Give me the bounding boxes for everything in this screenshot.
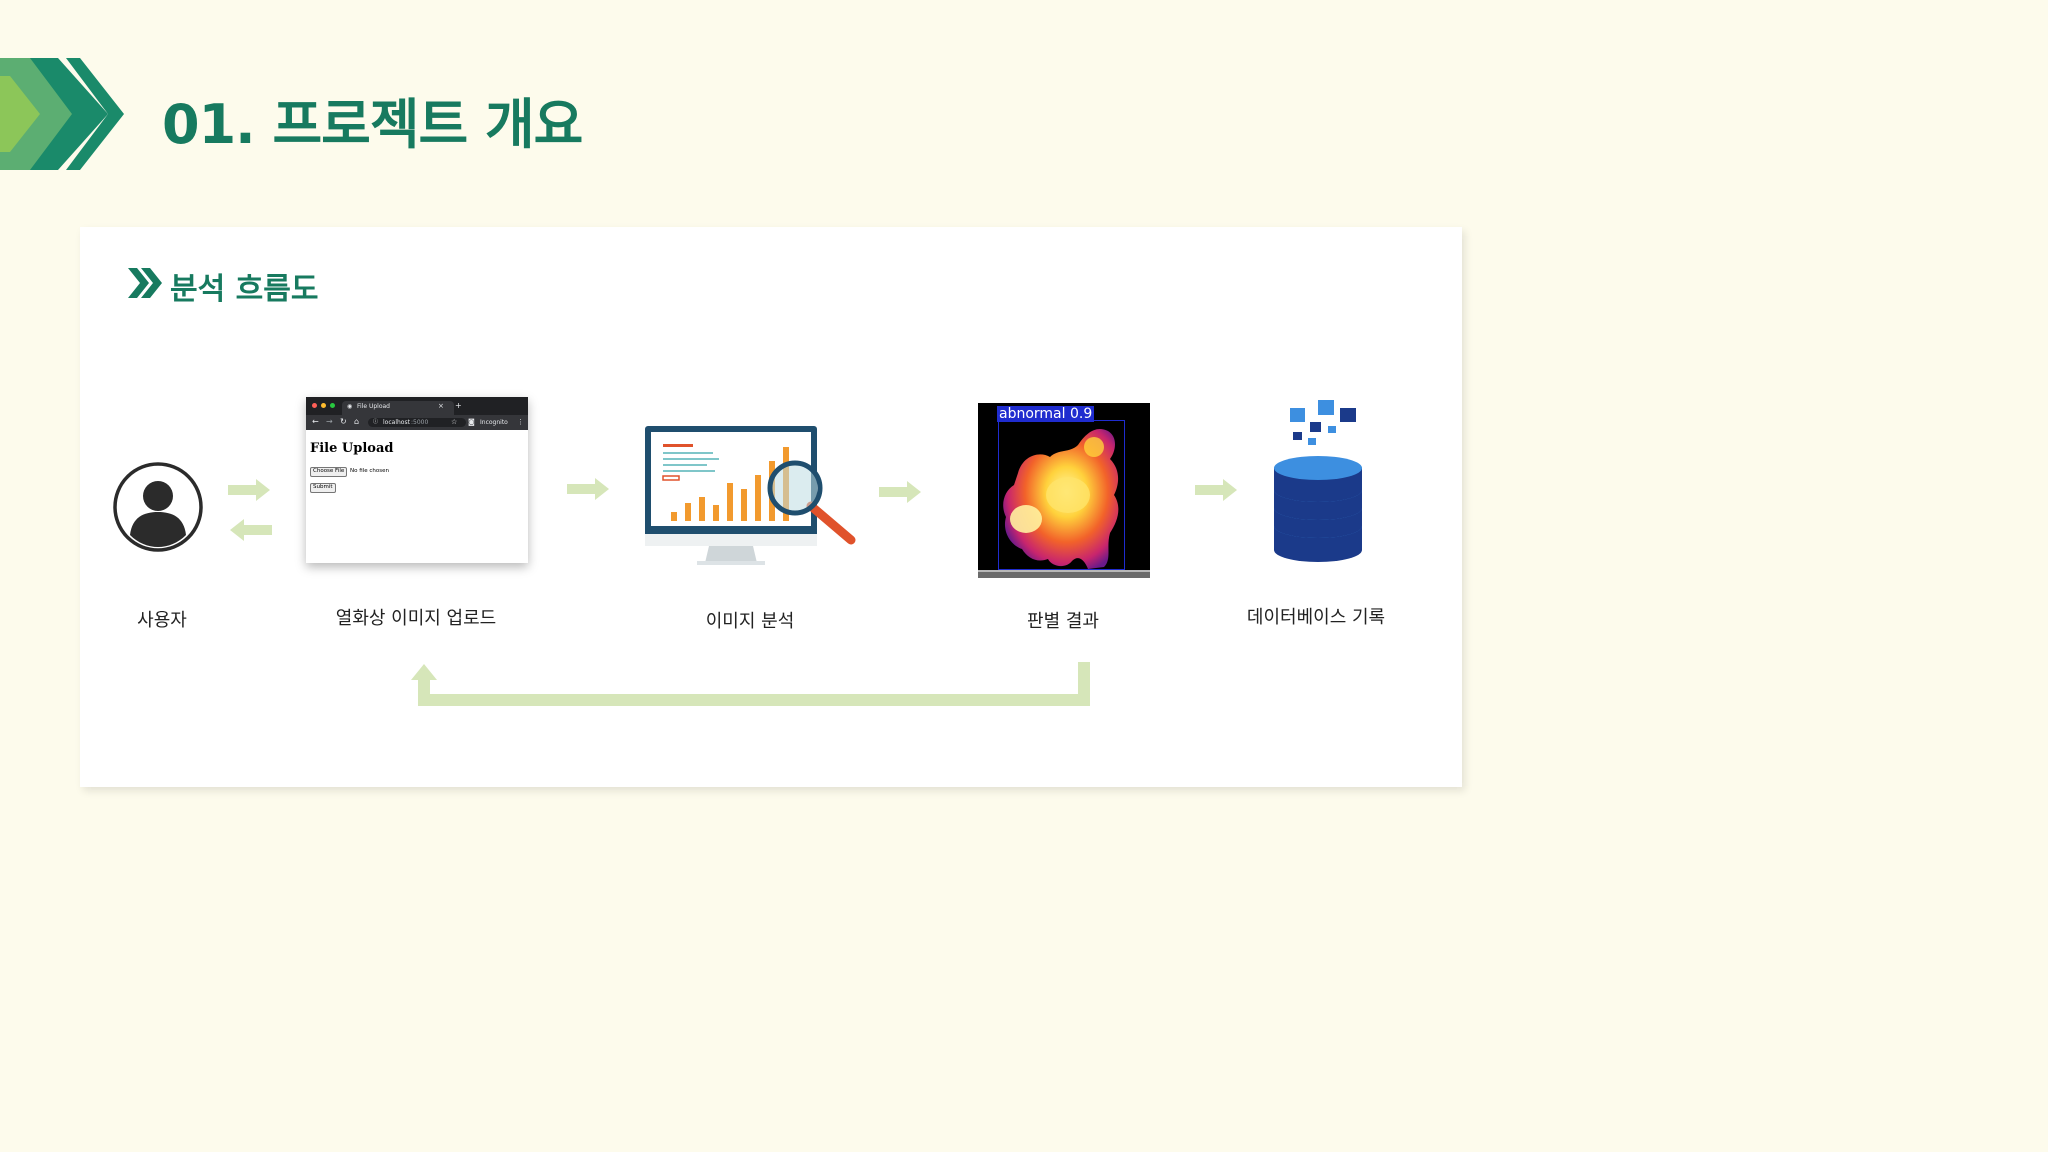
arrow-left-icon (230, 519, 272, 541)
browser-tab[interactable] (342, 401, 454, 415)
url-port: :5000 (411, 419, 429, 426)
tab-title: File Upload (357, 403, 390, 410)
upload-page-heading: File Upload (310, 441, 394, 456)
arrow-right-icon (879, 481, 921, 503)
monitor-analysis-icon (645, 426, 856, 565)
home-icon[interactable]: ⌂ (354, 417, 360, 426)
user-icon (113, 462, 203, 552)
incognito-icon: ◙ (468, 418, 475, 426)
address-bar[interactable] (368, 418, 466, 427)
upload-browser-window: ◉ File Upload × + ← → ↻ ⌂ ⓘ localhost :5… (306, 397, 528, 563)
feedback-loop-arrow (411, 662, 1090, 706)
chevron-banner-icon (0, 58, 124, 170)
detection-label: abnormal 0.9 (997, 406, 1095, 422)
info-icon: ⓘ (373, 419, 379, 425)
thermal-heatmap (1003, 428, 1119, 569)
maximize-dot-icon (330, 403, 335, 408)
step-label-analysis: 이미지 분석 (705, 611, 795, 632)
section-title: 분석 흐름도 (170, 272, 319, 307)
forward-icon[interactable]: → (326, 417, 333, 426)
incognito-label: Incognito (480, 419, 508, 426)
close-dot-icon (312, 403, 317, 408)
step-label-upload: 열화상 이미지 업로드 (335, 608, 497, 629)
minimize-dot-icon (321, 403, 326, 408)
thermal-result-image: abnormal 0.9 (978, 403, 1150, 578)
submit-button[interactable]: Submit (310, 483, 336, 493)
arrow-right-icon (1195, 479, 1237, 501)
double-chevron-icon (128, 268, 162, 298)
step-label-result: 판별 결과 (1027, 611, 1099, 632)
no-file-text: No file chosen (350, 468, 389, 474)
reload-icon[interactable]: ↻ (340, 417, 347, 426)
new-tab-icon[interactable]: + (455, 401, 462, 410)
browser-tab-bar: ◉ File Upload × + (306, 397, 528, 415)
detection-box (998, 420, 1125, 570)
back-icon[interactable]: ← (312, 417, 319, 426)
step-label-database: 데이터베이스 기록 (1246, 607, 1386, 628)
tab-close-icon[interactable]: × (438, 402, 444, 410)
image-base-strip (978, 570, 1150, 578)
arrow-right-icon (228, 479, 270, 501)
star-icon[interactable]: ☆ (451, 418, 458, 426)
step-label-user: 사용자 (137, 610, 187, 631)
url-host: localhost (383, 419, 410, 426)
page-title: 01. 프로젝트 개요 (162, 93, 583, 156)
menu-icon[interactable]: ⋮ (517, 418, 524, 426)
arrow-right-icon (567, 478, 609, 500)
globe-icon: ◉ (347, 403, 353, 410)
database-icon (1274, 400, 1362, 562)
choose-file-button[interactable]: Choose File (310, 467, 348, 477)
